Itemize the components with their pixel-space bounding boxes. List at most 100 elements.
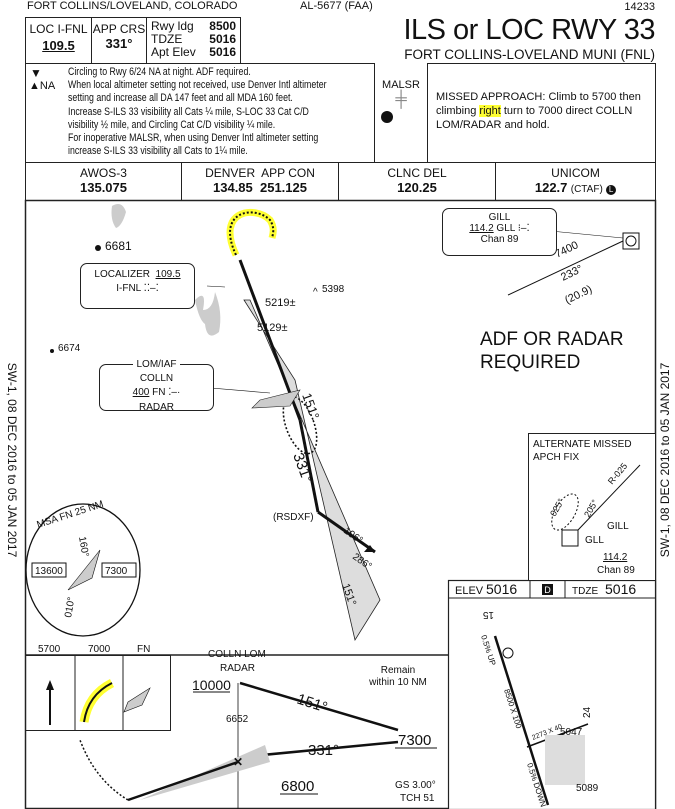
vortac-icon	[561, 529, 579, 547]
alternate-minimums-icon: ▲NA	[29, 80, 56, 92]
note-line: Increase S-ILS 33 visibility all Cats ¼ …	[68, 105, 309, 118]
note-line: setting and increase all DA 147 feet and…	[68, 92, 293, 105]
adf-note: ADF OR RADAR	[480, 329, 624, 350]
alternate-hold	[551, 493, 579, 531]
comm-label: DENVER APP CON	[205, 166, 315, 180]
fix-label: COLLN LOM	[208, 649, 266, 660]
elevation-label: 5089	[576, 783, 599, 794]
localizer-ident: I-FNL	[116, 283, 141, 294]
tdze-label: TDZE	[151, 32, 183, 46]
tdze: 5016	[209, 32, 236, 46]
msa-altitude: 13600	[35, 566, 63, 577]
note-line: visibility ½ mile, and Circling Cat C/D …	[68, 118, 276, 131]
msa-title: MSA FN 25 NM	[36, 499, 105, 531]
adf-note: REQUIRED	[480, 352, 580, 373]
comm-freq: 135.075	[80, 180, 127, 195]
altitude-label: 6652	[226, 714, 249, 725]
msa-circle	[25, 503, 141, 637]
briefing-strip: LOC I-FNL 109.5 APP CRS 331° Rwy ldg 8500…	[25, 17, 241, 64]
loc-freq: 109.5	[42, 38, 75, 53]
comm-label: UNICOM	[551, 166, 600, 180]
final-approach-track	[298, 419, 320, 513]
rwy-ldg: 8500	[209, 19, 236, 33]
approach-light-icon: ╪	[395, 91, 407, 108]
turn-altitude: 7000	[88, 644, 111, 655]
pilot-controlled-lighting-icon	[381, 111, 393, 123]
final-course: 331°	[289, 451, 316, 486]
rwy-ldg-label: Rwy ldg	[151, 19, 194, 33]
na-label: NA	[39, 80, 56, 92]
gill-channel: Chan 89	[480, 234, 519, 245]
chart-number: 14233	[624, 1, 655, 13]
gs-intercept-altitude: 6800	[281, 778, 314, 795]
feeder-altitude: 7400	[553, 239, 580, 261]
localizer-course	[243, 299, 381, 642]
lom-radar: RADAR	[138, 402, 174, 413]
lom-ident: FN	[152, 387, 166, 398]
morse-code-icon: ⁝–⁚	[517, 223, 530, 234]
fix-cross-icon: ✕	[233, 755, 243, 769]
lom-callout: LOM/IAF COLLN 400 FN ⁚–· RADAR	[99, 359, 214, 413]
obstacle-icon: ^	[313, 287, 318, 298]
lighting-label: MALSR	[382, 79, 420, 91]
localizer-title: LOCALIZER	[94, 269, 150, 280]
lom-name: COLLN	[139, 373, 174, 384]
alternate-missed-title: ALTERNATE MISSED	[533, 439, 632, 450]
notes-row: ▼ ▲NA Circling to Rwy 6/24 NA at night. …	[25, 63, 656, 163]
morse-code-icon: ⁚⁚–⁚	[143, 283, 159, 294]
loc-label: LOC I-FNL	[29, 22, 88, 36]
gill-ident: GLL	[496, 223, 515, 234]
navaid-ident: GLL	[585, 535, 604, 546]
spot-elevation-icon	[50, 349, 54, 353]
runway-number: 24	[582, 706, 593, 718]
lake-shape	[195, 292, 221, 336]
profile-outbound	[239, 681, 399, 732]
missed-approach-text: MISSED APPROACH: Climb to 5700 then clim…	[436, 90, 651, 132]
obstacle-elevation: 5129±	[257, 322, 288, 334]
lighting-cell: MALSR ╪	[374, 63, 428, 163]
remain-note: Remain	[381, 665, 415, 676]
procedure-turn-track	[317, 510, 376, 554]
localizer-callout: LOCALIZER 109.5 I-FNL ⁚⁚–⁚	[80, 263, 195, 309]
ndb-icon	[123, 687, 151, 713]
climbing-turn-icon	[79, 678, 115, 723]
missed-text: MISSED APPROACH: Climb to 5700 then clim…	[436, 91, 641, 117]
msa-altitude: 7300	[105, 566, 128, 577]
holding-pattern	[282, 395, 318, 455]
feeder-route	[507, 240, 624, 296]
lighting-badge-icon: L	[606, 185, 617, 195]
lom-symbol	[251, 389, 301, 409]
lom-title: LOM/IAF	[133, 359, 180, 370]
gill-freq: 114.2	[469, 223, 494, 234]
airport-name: FORT COLLINS-LOVELAND MUNI (FNL)	[404, 47, 655, 62]
spot-elevation: 6674	[58, 343, 81, 354]
morse-code-icon: ⁚–·	[168, 387, 181, 398]
runway-number: 15	[482, 609, 494, 620]
comm-freq: 134.85 251.125	[213, 180, 307, 195]
feeder-course: 233°	[559, 263, 585, 284]
msa-sector-bearing: 160°	[76, 536, 90, 558]
remain-note: within 10 NM	[368, 677, 427, 688]
navaid-freq: 114.2	[603, 552, 628, 563]
fix-label: RADAR	[220, 663, 255, 674]
runway-15-33	[493, 635, 550, 806]
profile-course: 151°	[295, 691, 330, 717]
app-crs-cell: APP CRS 331°	[92, 18, 147, 63]
elevation-label: 5047	[560, 727, 583, 738]
gill-name: GILL	[488, 212, 511, 223]
ctaf-label: (CTAF)	[570, 184, 603, 195]
fix-name: (RSDXF)	[273, 512, 314, 523]
spot-elevation-icon	[95, 245, 101, 251]
msa-center-icon	[67, 549, 101, 591]
altitude-label: 7300	[398, 732, 431, 749]
diagram-badge-icon: D	[544, 585, 551, 595]
apt-elev: 5016	[209, 45, 236, 59]
note-line: When local altimeter setting not receive…	[68, 79, 327, 92]
altitude-limit: 10000	[192, 677, 231, 693]
comm-freq: 120.25	[397, 180, 437, 195]
